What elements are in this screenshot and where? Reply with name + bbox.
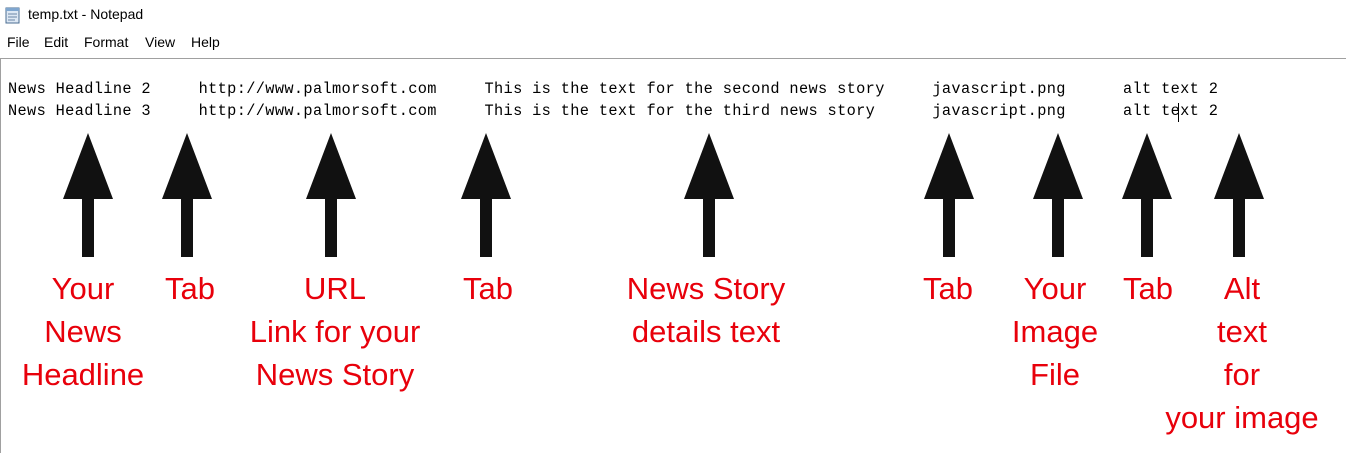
menu-file[interactable]: File [7, 34, 30, 50]
arrow-up-icon [1033, 133, 1083, 257]
menu-help[interactable]: Help [191, 34, 220, 50]
arrow-up-icon [63, 133, 113, 257]
arrow-up-icon [1214, 133, 1264, 257]
label-tab-2: Tab [463, 271, 513, 306]
label-url: URL Link for your News Story [249, 271, 421, 392]
notepad-icon [5, 7, 20, 24]
text-editor-area[interactable] [0, 58, 1346, 453]
label-news-story: News Story details text [626, 271, 786, 349]
label-tab-3: Tab [923, 271, 973, 306]
menu-view[interactable]: View [145, 34, 176, 50]
text-caret [1178, 103, 1179, 122]
menu-format[interactable]: Format [84, 34, 129, 50]
label-alt-text: Alt text for your image [1165, 271, 1319, 435]
text-line-1: News Headline 2 http://www.palmorsoft.co… [8, 80, 1219, 98]
label-headline: Your News Headline [21, 271, 145, 392]
arrow-up-icon [924, 133, 974, 257]
arrow-up-icon [461, 133, 511, 257]
label-tab-4: Tab [1123, 271, 1173, 306]
title-bar[interactable]: temp.txt - Notepad [0, 0, 1346, 30]
menu-bar: File Edit Format View Help [0, 30, 1346, 54]
menu-edit[interactable]: Edit [44, 34, 69, 50]
arrow-up-icon [684, 133, 734, 257]
arrow-up-icon [1122, 133, 1172, 257]
label-tab-1: Tab [165, 271, 215, 306]
arrow-up-icon [306, 133, 356, 257]
arrow-up-icon [162, 133, 212, 257]
label-image-file: Your Image File [1011, 271, 1099, 392]
text-line-2: News Headline 3 http://www.palmorsoft.co… [8, 102, 1219, 120]
window-title: temp.txt - Notepad [28, 6, 144, 22]
